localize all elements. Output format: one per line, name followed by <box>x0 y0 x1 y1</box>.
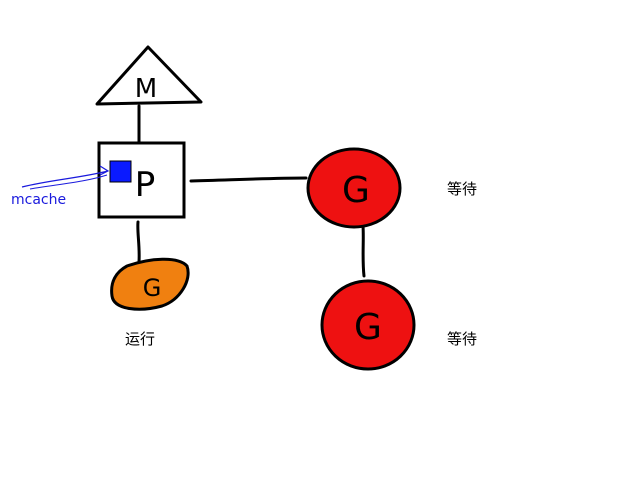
mcache-arrow <box>21 165 110 188</box>
p-node: P <box>97 141 186 219</box>
g-running-blob <box>110 257 190 311</box>
m-label: M <box>135 74 157 104</box>
g-waiting-2-circle <box>320 279 416 371</box>
g-running-status: 运行 <box>125 330 155 348</box>
p-g-waiting-connector <box>189 176 308 183</box>
mcache-arrow-tail <box>29 174 108 190</box>
mcache-label: mcache <box>11 192 66 208</box>
g-waiting-1-node: G 等待 <box>306 147 477 229</box>
g-waiting-2-label: G <box>354 307 382 348</box>
g-waiting-chain-connector <box>361 224 366 278</box>
g-waiting-2-status: 等待 <box>447 330 477 348</box>
connectors <box>136 104 366 278</box>
mcache-annotation: mcache <box>11 165 110 208</box>
m-triangle <box>95 45 203 106</box>
p-g-running-connector <box>136 220 141 264</box>
mcache-square <box>109 160 132 183</box>
g-running-node: G 运行 <box>110 257 190 348</box>
m-node: M <box>95 45 203 106</box>
g-waiting-2-node: G 等待 <box>320 279 477 371</box>
g-running-label: G <box>143 274 162 302</box>
g-waiting-1-label: G <box>342 170 370 211</box>
p-label: P <box>135 165 156 205</box>
g-waiting-1-status: 等待 <box>447 180 477 198</box>
g-waiting-1-circle <box>306 147 402 229</box>
